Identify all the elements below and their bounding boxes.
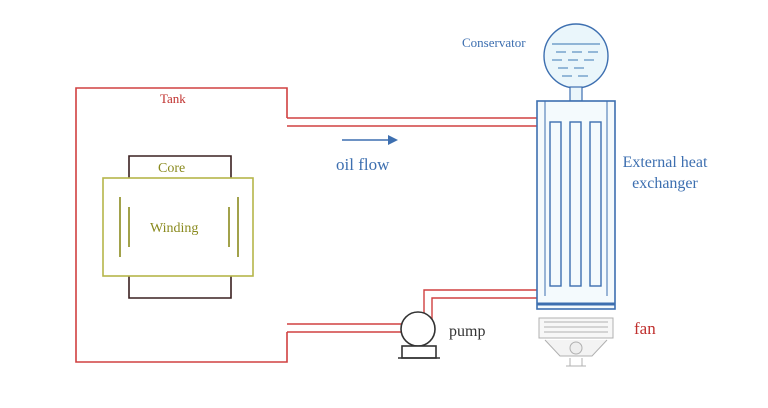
pump-label: pump [449,323,486,340]
heat-exchanger-label: External heat exchanger [622,154,708,192]
core-label: Core [158,161,186,176]
bottom-oil-pipe [287,289,537,333]
winding-coils [119,197,239,257]
top-oil-pipe [287,117,537,127]
winding-box [102,177,254,277]
heat-exchanger [536,100,616,310]
tank-outline [75,87,288,363]
pump [398,311,440,359]
conservator-label: Conservator [462,35,526,50]
oil-flow-label: oil flow [336,155,390,174]
fan-label: fan [634,319,656,338]
oil-flow-arrow [342,135,398,145]
core-frame [128,155,232,299]
conservator [543,23,609,102]
winding-label: Winding [150,221,199,236]
tank-label: Tank [160,91,186,106]
fan [538,317,614,367]
